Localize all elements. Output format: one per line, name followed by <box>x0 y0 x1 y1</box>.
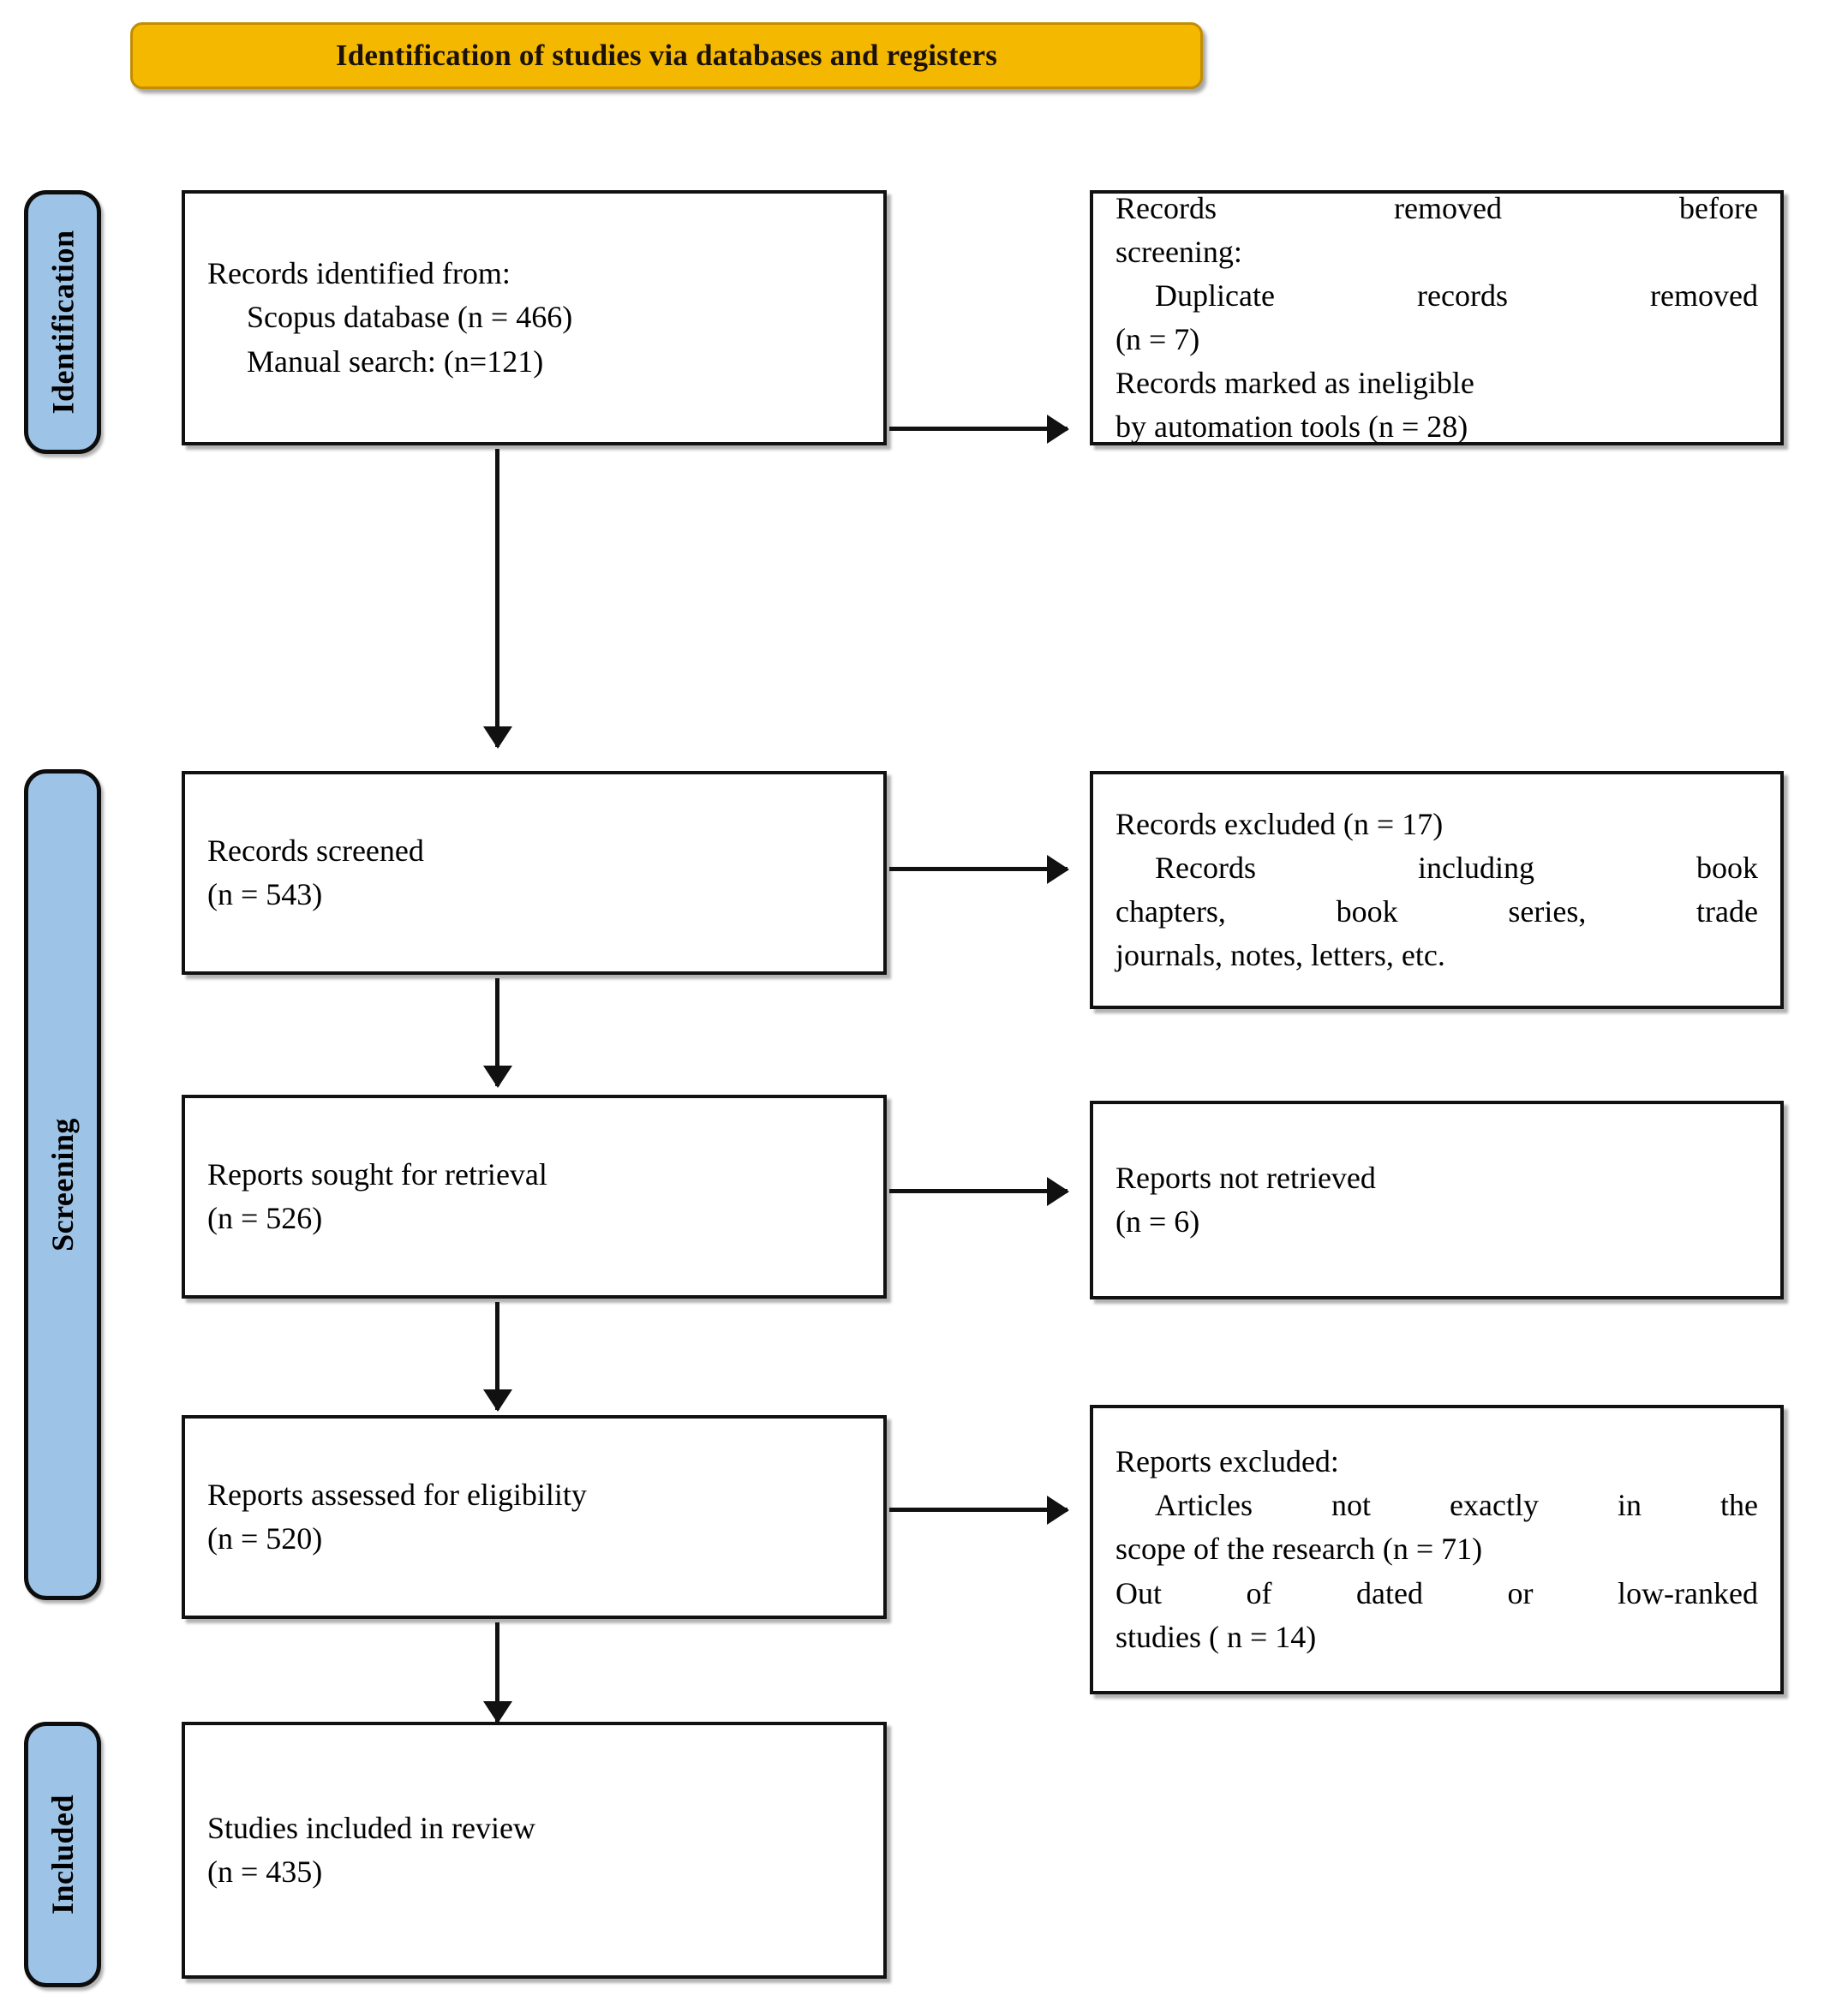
records-excluded-line-3: chapters, book series, trade <box>1115 894 1758 929</box>
box-reports-excluded: Reports excluded: Articles not exactly i… <box>1090 1405 1784 1694</box>
reports-excluded-line-4: Out of dated or low-ranked <box>1115 1575 1758 1610</box>
box-reports-sought: Reports sought for retrieval (n = 526) <box>182 1095 887 1299</box>
stage-pill-identification: Identification <box>24 190 101 454</box>
box-reports-assessed: Reports assessed for eligibility (n = 52… <box>182 1415 887 1619</box>
reports-assessed-line-2: (n = 520) <box>207 1521 323 1556</box>
records-removed-line-4: (n = 7) <box>1115 322 1200 356</box>
reports-sought-line-2: (n = 526) <box>207 1201 323 1235</box>
records-removed-line-2: screening: <box>1115 234 1242 269</box>
arrow-assessed-to-included <box>495 1622 499 1722</box>
records-excluded-line-4: journals, notes, letters, etc. <box>1115 938 1445 973</box>
reports-not-retrieved-line-2: (n = 6) <box>1115 1204 1200 1239</box>
page-title: Identification of studies via databases … <box>335 39 998 72</box>
stage-label-identification: Identification <box>45 230 81 415</box>
studies-included-line-1: Studies included in review <box>207 1810 535 1845</box>
stage-pill-screening: Screening <box>24 769 101 1600</box>
reports-sought-line-1: Reports sought for retrieval <box>207 1156 547 1192</box>
studies-included-line-2: (n = 435) <box>207 1855 323 1889</box>
records-excluded-line-2: Records including book <box>1155 850 1758 885</box>
records-screened-line-2: (n = 543) <box>207 877 323 911</box>
records-removed-line-3: Duplicate records removed <box>1155 278 1758 313</box>
records-identified-line-2: Scopus database (n = 466) <box>247 300 573 335</box>
records-identified-line-1: Records identified from: <box>207 256 511 291</box>
records-identified-line-3: Manual search: (n=121) <box>247 343 544 379</box>
reports-excluded-line-3: scope of the research (n = 71) <box>1115 1532 1483 1567</box>
arrow-sought-to-not-retrieved <box>889 1189 1068 1193</box>
reports-assessed-line-1: Reports assessed for eligibility <box>207 1477 587 1512</box>
box-records-removed: Records removed before screening: Duplic… <box>1090 190 1784 445</box>
records-screened-line-1: Records screened <box>207 833 424 868</box>
box-reports-not-retrieved: Reports not retrieved (n = 6) <box>1090 1101 1784 1299</box>
arrow-screened-to-excluded <box>889 867 1068 871</box>
box-records-screened: Records screened (n = 543) <box>182 771 887 975</box>
arrow-assessed-to-excluded <box>889 1508 1068 1512</box>
stage-pill-included: Included <box>24 1722 101 1987</box>
box-studies-included: Studies included in review (n = 435) <box>182 1722 887 1979</box>
records-excluded-line-1: Records excluded (n = 17) <box>1115 806 1444 841</box>
box-records-identified: Records identified from: Scopus database… <box>182 190 887 445</box>
arrow-sought-to-assessed <box>495 1302 499 1410</box>
reports-excluded-line-1: Reports excluded: <box>1115 1444 1339 1479</box>
records-removed-line-6: by automation tools (n = 28) <box>1115 409 1468 445</box>
arrow-screened-to-sought <box>495 978 499 1086</box>
stage-label-screening: Screening <box>45 1118 80 1251</box>
diagram-title-banner: Identification of studies via databases … <box>130 22 1203 89</box>
records-removed-line-5: Records marked as ineligible <box>1115 366 1474 401</box>
arrow-identified-to-removed <box>889 427 1068 431</box>
arrow-identified-to-screened <box>495 449 499 747</box>
box-records-excluded: Records excluded (n = 17) Records includ… <box>1090 771 1784 1009</box>
reports-not-retrieved-line-1: Reports not retrieved <box>1115 1160 1376 1195</box>
reports-excluded-line-5: studies ( n = 14) <box>1115 1619 1317 1654</box>
stage-label-included: Included <box>45 1794 80 1915</box>
reports-excluded-line-2: Articles not exactly in the <box>1155 1488 1758 1523</box>
records-removed-line-1: Records removed before <box>1115 190 1758 225</box>
